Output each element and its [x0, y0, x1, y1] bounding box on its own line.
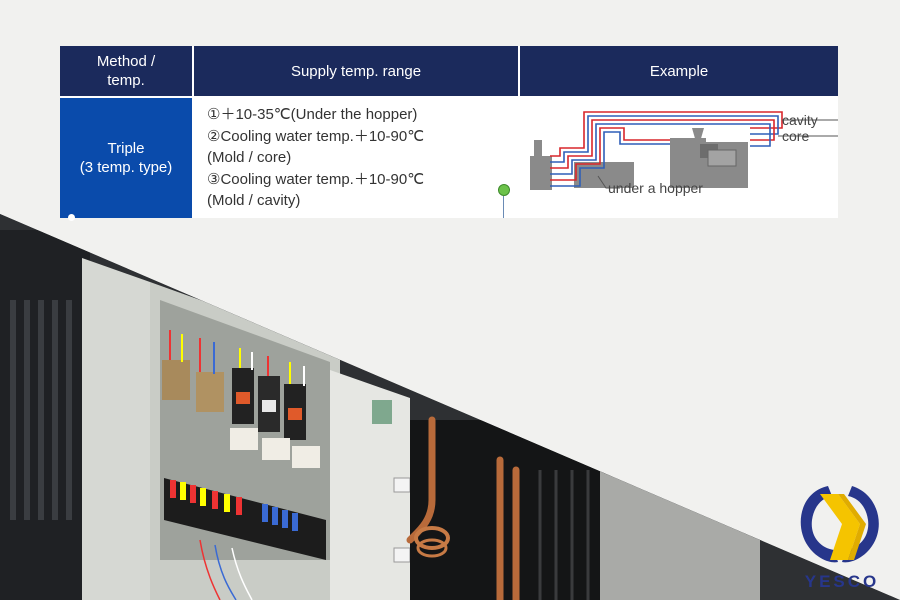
range-line: ①＋10-35℃(Under the hopper) [207, 106, 418, 123]
connector-line [503, 196, 504, 218]
supply-range-cell: ①＋10-35℃(Under the hopper) ②Cooling wate… [194, 98, 518, 218]
range-line: ③Cooling water temp.＋10-90℃ [207, 170, 425, 188]
corner-handle-icon [68, 214, 75, 221]
method-type: (3 temp. type) [79, 159, 173, 176]
green-status-dot-icon[interactable] [498, 184, 510, 196]
method-cell: Triple (3 temp. type) [60, 98, 192, 221]
range-line: ②Cooling water temp.＋10-90℃ [207, 127, 425, 145]
spec-table: Method / temp. Supply temp. range Exampl… [60, 46, 838, 221]
example-cell: cavity core under a hopper [520, 98, 838, 218]
label-under-hopper: under a hopper [608, 180, 703, 196]
range-line: (Mold / core) [207, 149, 292, 166]
header-method-temp-label: Method / temp. [96, 53, 156, 89]
mold-cooling-diagram [530, 111, 838, 190]
yesco-logo-icon [790, 474, 890, 594]
method-name: Triple [107, 140, 145, 157]
header-supply-temp-range-label: Supply temp. range [290, 62, 422, 80]
label-core: core [782, 128, 810, 144]
header-example: Example [520, 46, 838, 96]
header-example-label: Example [649, 62, 709, 80]
header-method-temp: Method / temp. [60, 46, 192, 96]
label-cavity: cavity [782, 112, 818, 128]
range-line: (Mold / cavity) [207, 192, 301, 209]
header-supply-temp-range: Supply temp. range [194, 46, 518, 96]
brand-name: YESCO [804, 572, 880, 591]
